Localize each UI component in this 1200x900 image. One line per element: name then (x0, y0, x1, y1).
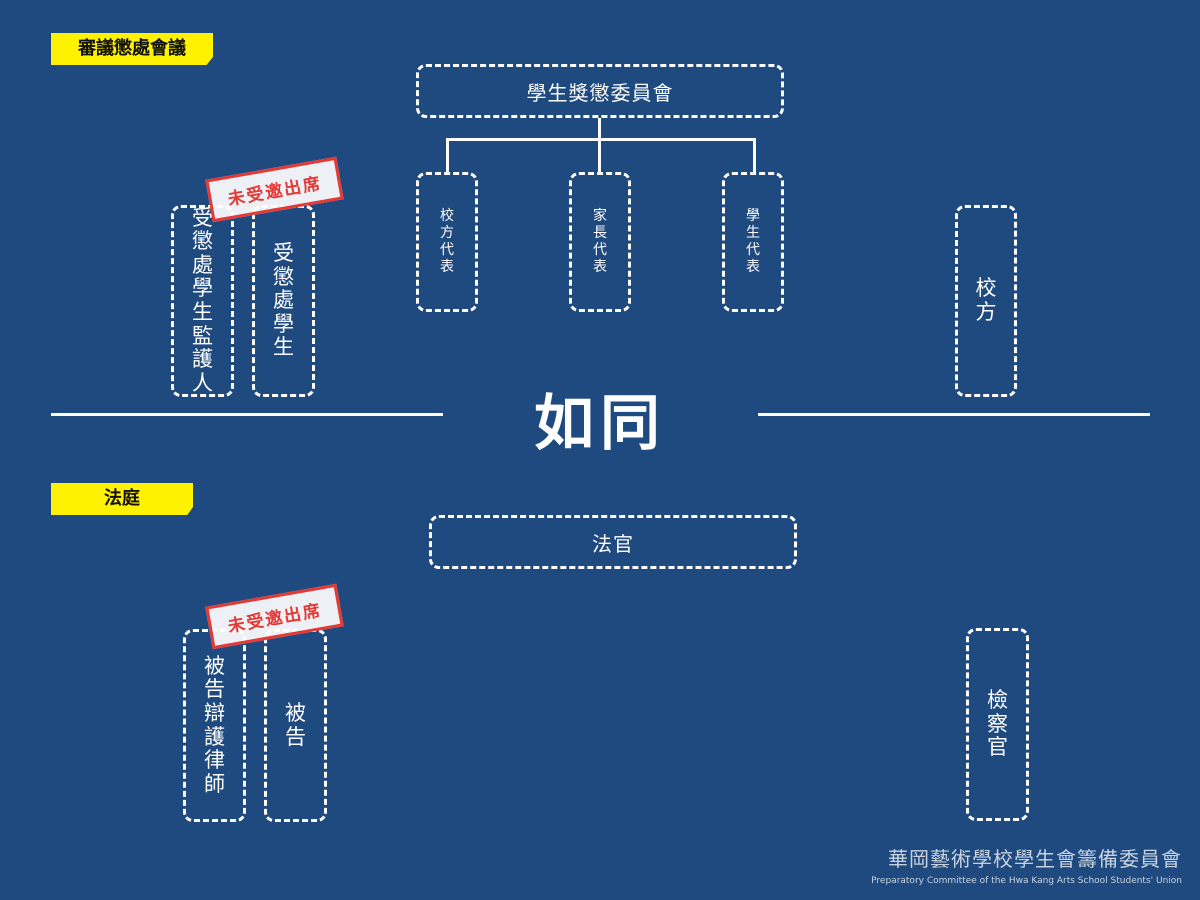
tree-stem (598, 118, 601, 140)
footer-org-en: Preparatory Committee of the Hwa Kang Ar… (871, 876, 1182, 886)
footer-org-cn: 華岡藝術學校學生會籌備委員會 (888, 847, 1182, 871)
divider-line-left (51, 413, 443, 416)
committee-label: 學生獎懲委員會 (526, 80, 674, 105)
guardian-box: 受懲處學生監護人 (171, 205, 234, 397)
judge-box: 法官 (429, 515, 797, 569)
tree-bar (446, 138, 756, 141)
tree-branch-right (753, 138, 756, 172)
school-label: 校方 (975, 276, 997, 324)
section-tag-hearing: 審議懲處會議 (51, 33, 213, 65)
member-student-rep-label: 學生代表 (746, 208, 760, 275)
prosecutor-box: 檢察官 (966, 628, 1029, 821)
member-parent-rep: 家長代表 (569, 172, 631, 312)
defense-lawyer-box: 被告辯護律師 (183, 629, 246, 822)
divider-line-right (758, 413, 1150, 416)
student-box: 受懲處學生 (252, 205, 315, 397)
tree-branch-middle (598, 138, 601, 172)
defendant-box: 被告 (264, 629, 327, 822)
divider-label: 如同 (534, 389, 666, 459)
judge-label: 法官 (592, 531, 634, 556)
committee-box: 學生獎懲委員會 (416, 64, 784, 118)
student-label: 受懲處學生 (273, 241, 294, 360)
member-student-rep: 學生代表 (722, 172, 784, 312)
member-school-rep-label: 校方代表 (440, 208, 454, 275)
section-tag-court: 法庭 (51, 483, 193, 515)
member-parent-rep-label: 家長代表 (593, 208, 607, 275)
prosecutor-label: 檢察官 (987, 688, 1008, 760)
defendant-label: 被告 (285, 700, 306, 749)
defense-lawyer-label: 被告辯護律師 (204, 653, 225, 796)
member-school-rep: 校方代表 (416, 172, 478, 312)
guardian-label: 受懲處學生監護人 (192, 205, 213, 395)
school-box: 校方 (955, 205, 1017, 397)
tree-branch-left (446, 138, 449, 172)
